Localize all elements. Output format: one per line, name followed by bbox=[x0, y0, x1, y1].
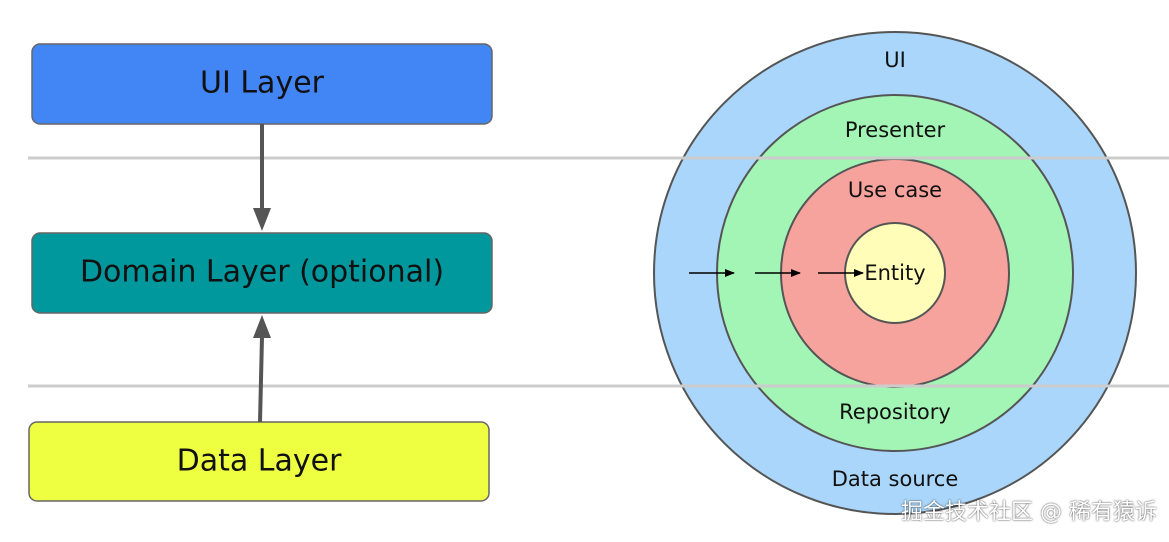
ring-entity-label: Entity bbox=[864, 261, 925, 285]
domain-layer-box bbox=[31, 232, 493, 314]
ring-presenter-label: Presenter bbox=[845, 118, 946, 142]
ring-repository-label: Repository bbox=[839, 400, 951, 424]
arrow-data-to-domain bbox=[253, 315, 271, 423]
ring-use-case-label: Use case bbox=[848, 178, 942, 202]
ui-layer-label: UI Layer bbox=[200, 66, 325, 101]
ring-ui-label: UI bbox=[884, 48, 906, 72]
data-layer-box bbox=[28, 421, 490, 502]
ring-data-source-label: Data source bbox=[832, 467, 959, 491]
domain-layer-label: Domain Layer (optional) bbox=[80, 255, 444, 290]
arrow-ui-to-domain bbox=[253, 124, 271, 231]
watermark: 掘金技术社区 @ 稀有猿诉 bbox=[901, 500, 1157, 525]
data-layer-label: Data Layer bbox=[177, 444, 342, 479]
